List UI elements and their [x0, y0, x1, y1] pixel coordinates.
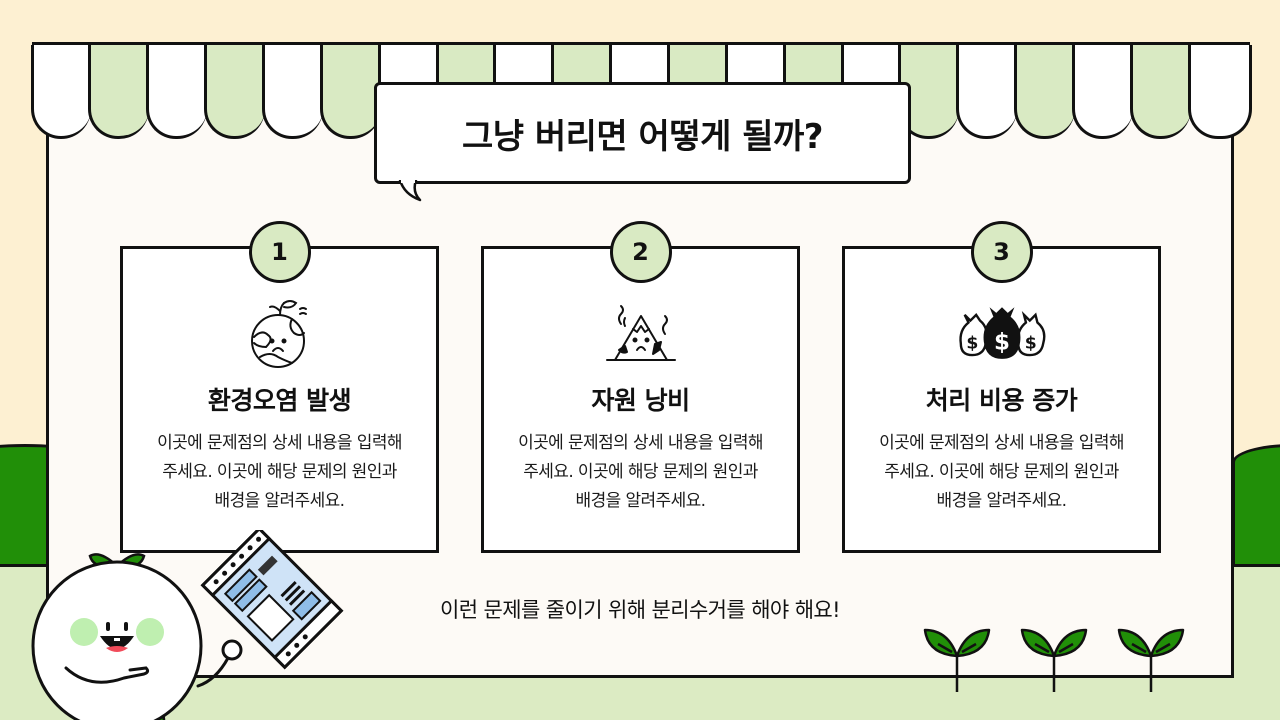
svg-text:$: $: [994, 329, 1010, 355]
card-title: 자원 낭비: [591, 386, 690, 415]
svg-text:$: $: [1024, 333, 1036, 353]
card-number-badge: 1: [248, 221, 311, 283]
card-environmental-pollution: 1 환경오염 발생 이곳에 문제점의 상세 내용을 입력해 주세요. 이곳에 해…: [120, 221, 439, 553]
card-title: 처리 비용 증가: [925, 386, 1078, 415]
sad-mountain-icon: [596, 299, 686, 369]
card-disposal-cost-increase: 3 $ $ $ 처리 비용 증가 이곳에 문제점의 상세 내용을 입력해 주세요…: [842, 221, 1161, 553]
awning-stripe: [146, 45, 208, 139]
awning-stripe: [204, 45, 265, 139]
awning-stripe: [1129, 45, 1191, 139]
awning-stripe: [1071, 45, 1133, 139]
svg-text:$: $: [966, 333, 978, 353]
card-description: 이곳에 문제점의 상세 내용을 입력해 주세요. 이곳에 해당 문제의 원인과 …: [879, 433, 1124, 511]
sad-earth-icon: [235, 299, 325, 369]
awning-stripe: [88, 45, 150, 139]
sprout-icon: [1117, 628, 1185, 692]
card-number-badge: 2: [609, 221, 672, 283]
seedling-mascot: [31, 530, 344, 720]
card-number-badge: 3: [970, 221, 1033, 283]
card-description: 이곳에 문제점의 상세 내용을 입력해 주세요. 이곳에 해당 문제의 원인과 …: [157, 433, 402, 511]
awning-stripe: [30, 45, 92, 139]
title-speech-bubble: 그냥 버리면 어떻게 될까?: [374, 82, 911, 184]
awning-stripe: [956, 45, 1018, 139]
speech-bubble-tail: [398, 180, 422, 202]
awning-stripe: [1014, 45, 1075, 139]
card-title: 환경오염 발생: [207, 386, 352, 415]
money-bags-icon: $ $ $: [957, 299, 1047, 369]
sprout-icon: [1020, 628, 1088, 692]
card-description: 이곳에 문제점의 상세 내용을 입력해 주세요. 이곳에 해당 문제의 원인과 …: [518, 433, 763, 511]
awning-stripe: [261, 45, 323, 139]
card-resource-waste: 2 자원 낭비 이곳에 문제점의 상세 내용을 입력해 주세요. 이곳에 해당 …: [481, 221, 800, 553]
footer-message: 이런 문제를 줄이기 위해 분리수거를 해야 해요!: [440, 598, 841, 622]
awning-stripe: [319, 45, 381, 139]
page-title: 그냥 버리면 어떻게 될까?: [461, 116, 824, 157]
right-hill: [1232, 444, 1280, 567]
sprout-icon: [923, 628, 991, 692]
awning-stripe: [1187, 45, 1252, 139]
